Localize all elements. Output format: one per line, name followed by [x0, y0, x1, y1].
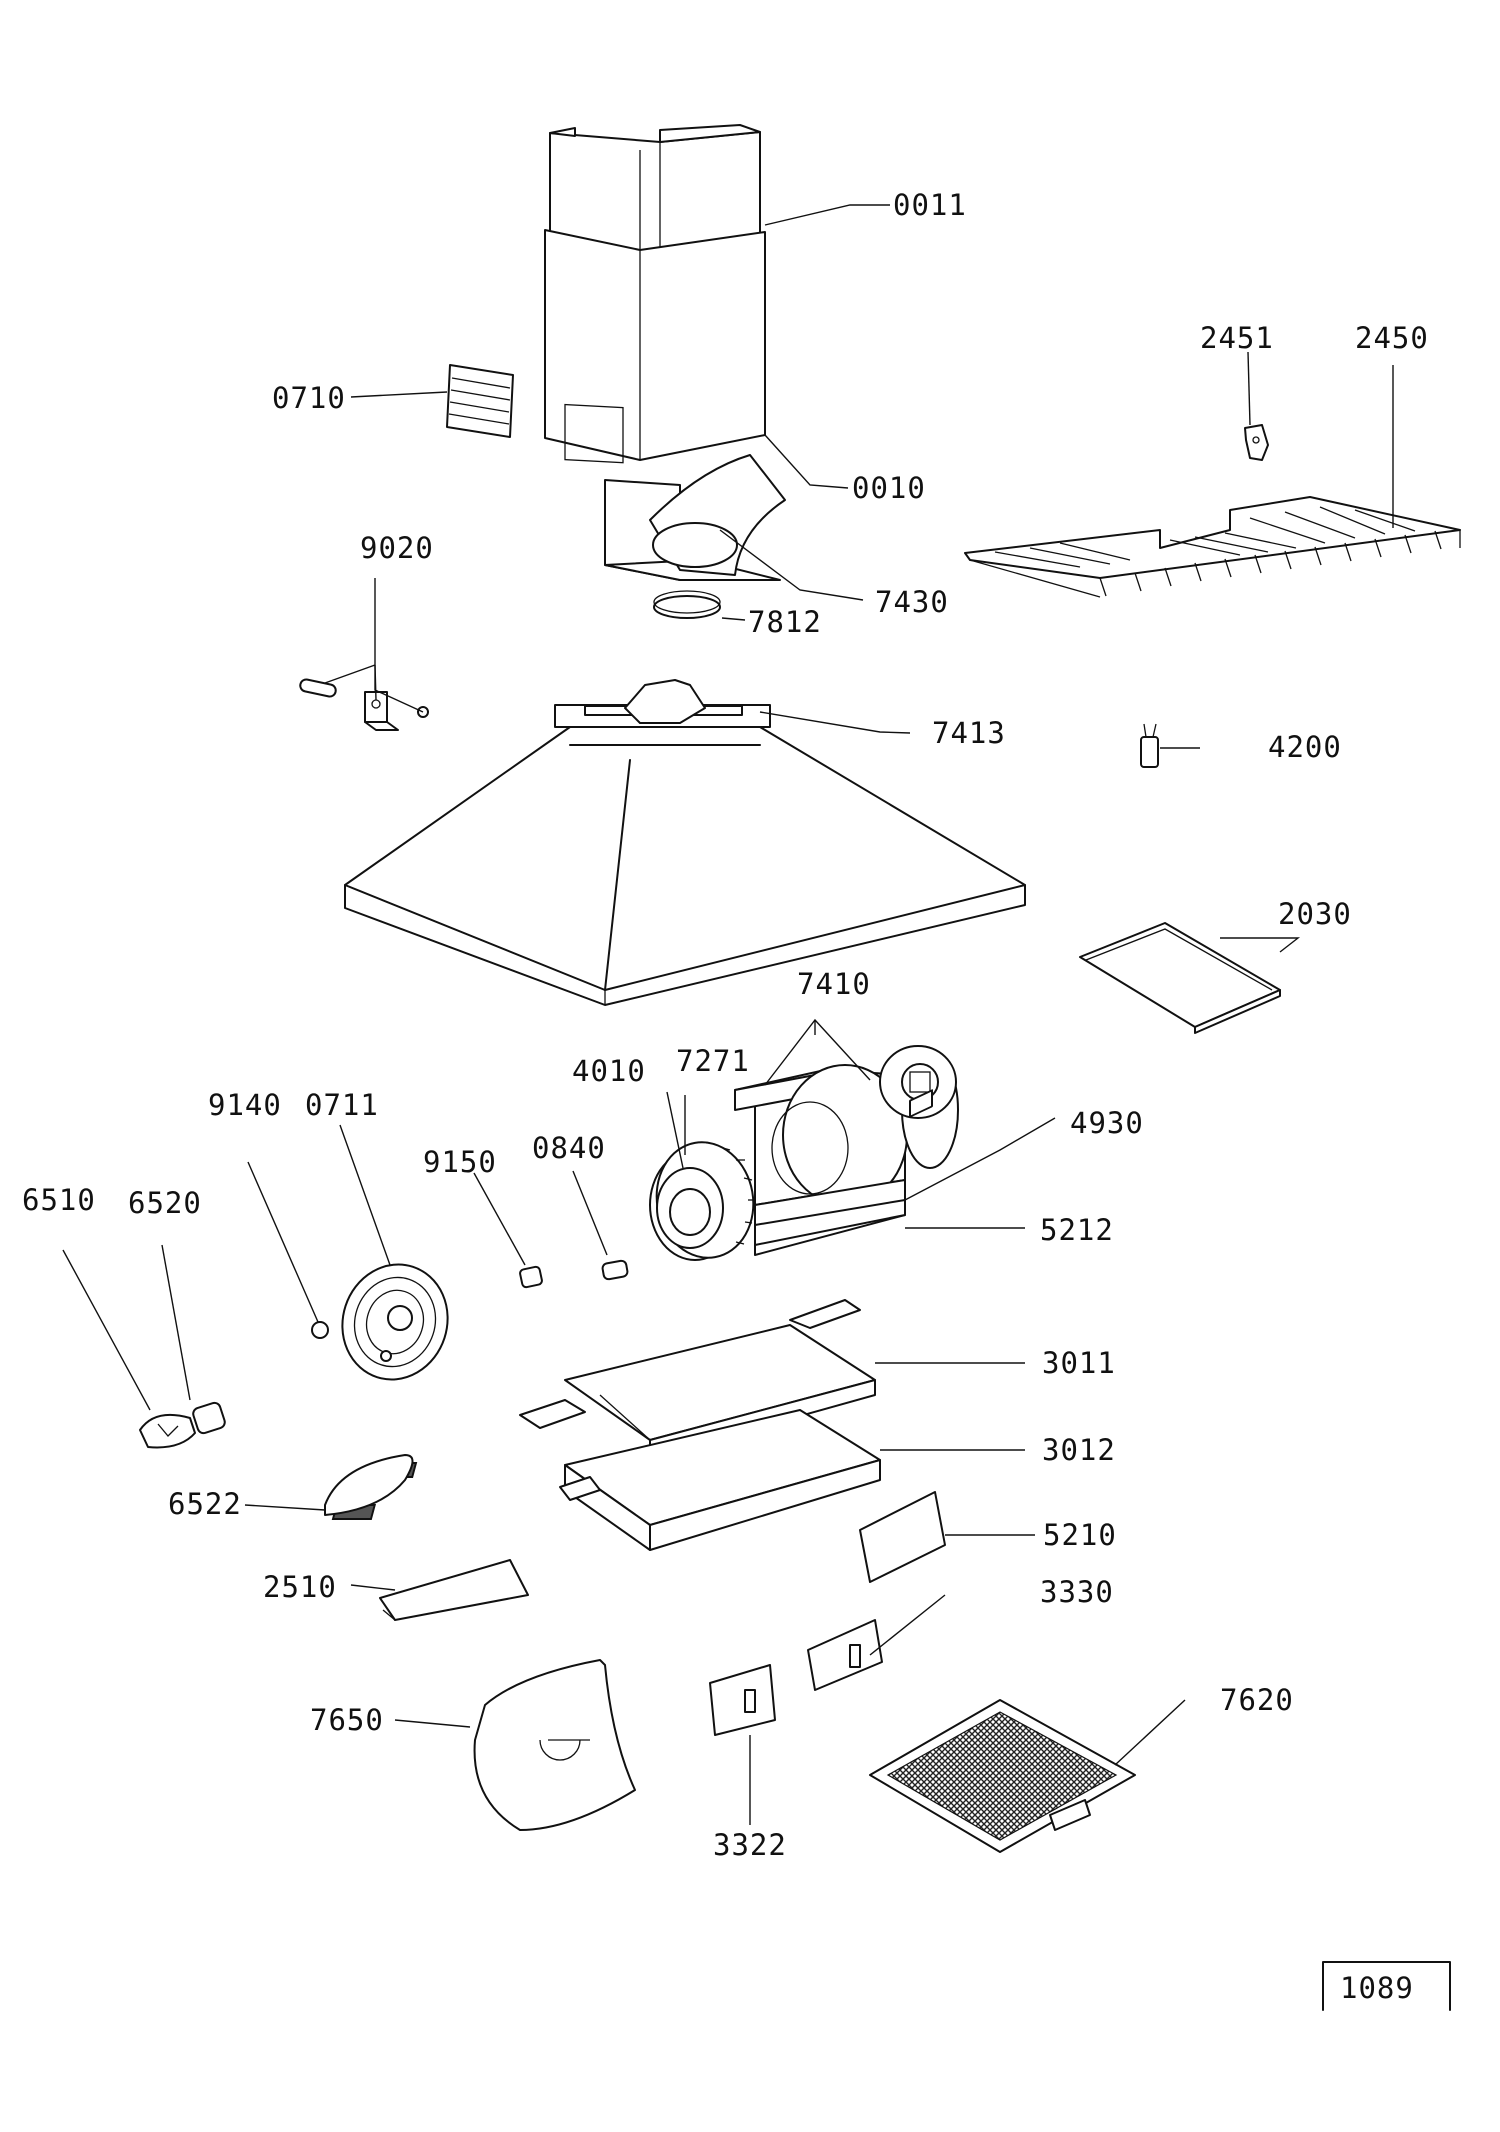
part-9020-fixings: [299, 678, 429, 731]
part-7620-mesh-filter: [869, 1699, 1136, 1853]
part-0710-grille: [446, 364, 514, 438]
leader-lines: [62, 204, 1394, 1825]
label-0011: 0011: [893, 188, 967, 222]
label-9020: 9020: [360, 531, 434, 565]
label-7271: 7271: [676, 1044, 750, 1078]
part-4010-impeller: [649, 1141, 755, 1261]
label-2510: 2510: [263, 1570, 337, 1604]
label-0010: 0010: [852, 471, 926, 505]
label-7430: 7430: [875, 585, 949, 619]
part-7410-blower: [734, 1045, 959, 1206]
label-9150: 9150: [423, 1145, 497, 1179]
part-0011-chimney-upper: [549, 124, 761, 256]
part-4200-lamp: [1140, 723, 1159, 768]
part-2451-clip: [1244, 424, 1269, 461]
part-9140-knob: [311, 1321, 329, 1339]
part-7812-ring: [653, 590, 721, 619]
label-4200: 4200: [1268, 730, 1342, 764]
label-3012: 3012: [1042, 1433, 1116, 1467]
label-2450: 2450: [1355, 321, 1429, 355]
part-6510-bulb: [139, 1401, 226, 1449]
label-6510: 6510: [22, 1183, 96, 1217]
part-5210-switch-cover: [859, 1089, 946, 1583]
part-5212-base: [754, 1179, 906, 1256]
part-0711-plate: [341, 1263, 449, 1381]
part-9150-bush: [519, 1265, 543, 1289]
part-7430-flap: [604, 454, 786, 581]
part-3012-filter-frame: [331, 1409, 881, 1551]
label-3011: 3011: [1042, 1346, 1116, 1380]
label-5210: 5210: [1043, 1518, 1117, 1552]
label-7650: 7650: [310, 1703, 384, 1737]
label-3330: 3330: [1040, 1575, 1114, 1609]
part-3330-button: [807, 1619, 883, 1691]
part-labels: 0011 0710 2451 2450 0010 9020 7430 7812 …: [22, 188, 1429, 1862]
part-2510-lamp-cover: [379, 1559, 529, 1621]
label-7410: 7410: [797, 967, 871, 1001]
label-2030: 2030: [1278, 897, 1352, 931]
label-4930: 4930: [1070, 1106, 1144, 1140]
drawing-code-box: 1089: [1322, 1961, 1451, 2011]
label-6520: 6520: [128, 1186, 202, 1220]
label-7413: 7413: [932, 716, 1006, 750]
part-6522-diffuser: [324, 1454, 414, 1516]
part-7650-carbon-filter: [473, 1659, 636, 1831]
label-3322: 3322: [713, 1828, 787, 1862]
label-7812: 7812: [748, 605, 822, 639]
label-7620: 7620: [1220, 1683, 1294, 1717]
part-3322-button: [709, 1664, 776, 1736]
label-4010: 4010: [572, 1054, 646, 1088]
label-2451: 2451: [1200, 321, 1274, 355]
label-6522: 6522: [168, 1487, 242, 1521]
part-0840-capacitor: [601, 1259, 629, 1281]
part-0010-chimney-lower: [544, 229, 766, 464]
part-2450-rack: [964, 496, 1461, 598]
label-0840: 0840: [532, 1131, 606, 1165]
label-0710: 0710: [272, 381, 346, 415]
label-0711: 0711: [305, 1088, 379, 1122]
part-7413-collar: [554, 679, 771, 728]
hood-canopy: [344, 726, 1026, 1006]
drawing-code: 1089: [1340, 1971, 1414, 2005]
label-9140: 9140: [208, 1088, 282, 1122]
label-5212: 5212: [1040, 1213, 1114, 1247]
part-2030-tray: [1079, 922, 1281, 1034]
